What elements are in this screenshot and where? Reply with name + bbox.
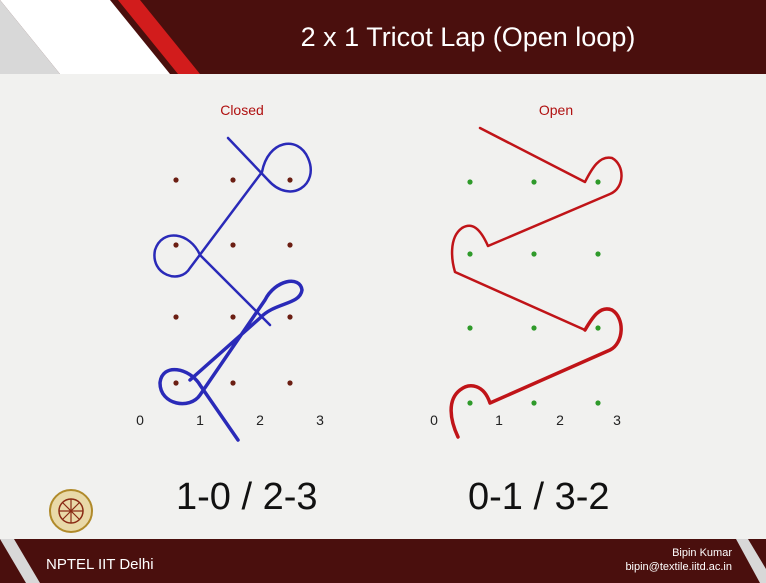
open-col-1: 1 xyxy=(495,412,503,428)
author-name: Bipin Kumar xyxy=(672,547,732,559)
closed-loop-course-1 xyxy=(153,136,312,327)
open-lapping-notation: 0-1 / 3-2 xyxy=(468,476,610,518)
open-col-2: 2 xyxy=(556,412,564,428)
closed-col-3: 3 xyxy=(316,412,324,428)
title-decoration xyxy=(0,0,200,74)
closed-lapping-notation: 1-0 / 2-3 xyxy=(176,476,318,518)
open-loop-course-1 xyxy=(450,126,623,332)
open-loop-course-2 xyxy=(449,307,623,439)
author-email[interactable]: bipin@textile.iitd.ac.in xyxy=(625,561,732,573)
closed-col-2: 2 xyxy=(256,412,264,428)
open-needle-dots xyxy=(467,179,601,406)
closed-needle-dots xyxy=(173,177,293,386)
footer-brand: NPTEL IIT Delhi xyxy=(46,556,154,573)
closed-col-1: 1 xyxy=(196,412,204,428)
footer-bar xyxy=(0,539,766,583)
closed-label: Closed xyxy=(220,102,264,118)
open-label: Open xyxy=(539,102,573,118)
slide-title: 2 x 1 Tricot Lap (Open loop) xyxy=(300,22,636,52)
closed-loop-course-2 xyxy=(158,279,304,442)
open-col-3: 3 xyxy=(613,412,621,428)
footer-decoration xyxy=(0,539,766,583)
nptel-logo-icon xyxy=(49,489,93,533)
open-col-0: 0 xyxy=(430,412,438,428)
author-block: Bipin Kumar bipin@textile.iitd.ac.in xyxy=(552,546,732,574)
title-bar: 2 x 1 Tricot Lap (Open loop) xyxy=(0,0,766,74)
closed-col-0: 0 xyxy=(136,412,144,428)
